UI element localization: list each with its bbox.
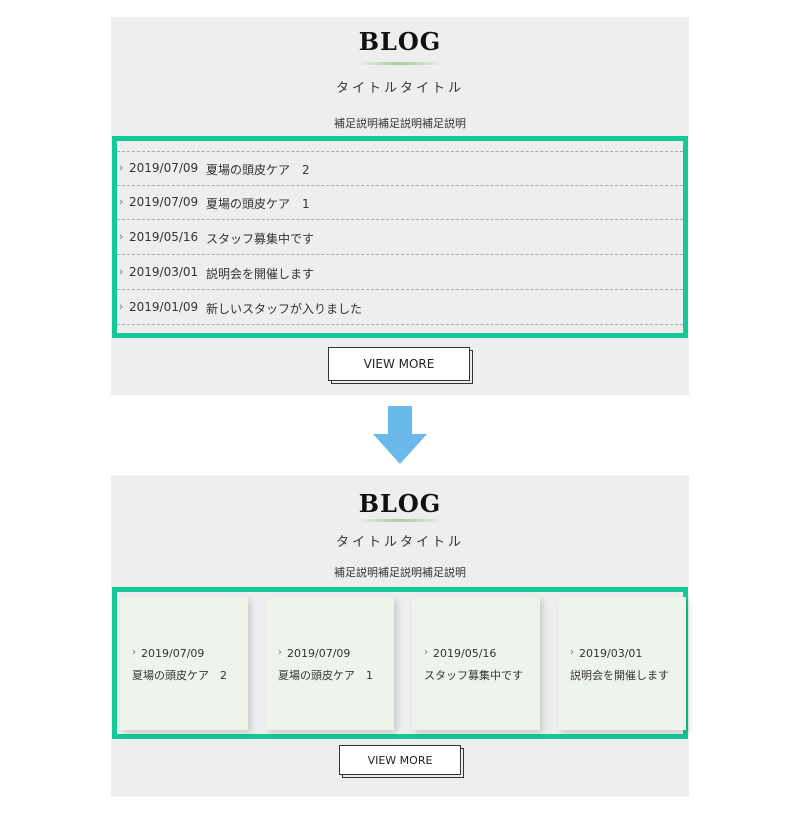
post-date: 2019/03/01 — [579, 647, 643, 660]
chevron-right-icon: › — [570, 647, 574, 658]
post-date: 2019/07/09 — [129, 195, 199, 209]
post-title[interactable]: 夏場の頭皮ケア 2 — [206, 163, 310, 177]
blog-section-card-layout: BLOG タイトルタイトル 補足説明補足説明補足説明 › 2019/07/09 … — [111, 475, 689, 797]
chevron-right-icon: › — [119, 195, 124, 208]
view-more-button-wrap: VIEW MORE — [339, 745, 464, 778]
chevron-right-icon: › — [119, 265, 124, 278]
post-title[interactable]: スタッフ募集中です — [424, 669, 523, 682]
blog-subtitle: タイトルタイトル — [335, 535, 464, 550]
blog-description: 補足説明補足説明補足説明 — [334, 117, 466, 130]
post-title[interactable]: 新しいスタッフが入りました — [206, 302, 363, 316]
post-date: 2019/01/09 — [129, 300, 199, 314]
highlight-frame — [112, 136, 688, 338]
chevron-right-icon: › — [119, 230, 124, 243]
divider — [117, 151, 683, 152]
list-item[interactable]: › 2019/05/16 スタッフ募集中です — [117, 221, 683, 255]
post-date: 2019/07/09 — [141, 647, 205, 660]
post-date: 2019/07/09 — [287, 647, 351, 660]
blog-subtitle: タイトルタイトル — [335, 81, 464, 96]
post-title[interactable]: 説明会を開催します — [206, 267, 315, 281]
chevron-right-icon: › — [132, 647, 136, 658]
post-card[interactable]: › 2019/07/09 夏場の頭皮ケア 2 — [120, 597, 248, 730]
chevron-right-icon: › — [278, 647, 282, 658]
blog-heading: BLOG — [358, 27, 442, 56]
post-list: › 2019/07/09 夏場の頭皮ケア 2 › 2019/07/09 夏場の頭… — [117, 141, 683, 333]
blog-section-list-layout: BLOG タイトルタイトル 補足説明補足説明補足説明 › 2019/07/09 … — [111, 17, 689, 395]
view-more-button[interactable]: VIEW MORE — [339, 745, 461, 775]
post-title[interactable]: スタッフ募集中です — [206, 232, 315, 246]
list-item[interactable]: › 2019/03/01 説明会を開催します — [117, 256, 683, 290]
list-item[interactable]: › 2019/07/09 夏場の頭皮ケア 2 — [117, 152, 683, 186]
heading-underline — [357, 62, 443, 65]
post-date: 2019/07/09 — [129, 161, 199, 175]
list-item[interactable]: › 2019/07/09 夏場の頭皮ケア 1 — [117, 186, 683, 220]
post-date: 2019/03/01 — [129, 265, 199, 279]
post-title[interactable]: 説明会を開催します — [570, 669, 669, 682]
chevron-right-icon: › — [119, 300, 124, 313]
post-title[interactable]: 夏場の頭皮ケア 1 — [278, 669, 373, 682]
post-date: 2019/05/16 — [433, 647, 497, 660]
arrow-down-icon — [373, 406, 427, 464]
post-card[interactable]: › 2019/07/09 夏場の頭皮ケア 1 — [266, 597, 394, 730]
view-more-button-wrap: VIEW MORE — [328, 347, 473, 384]
post-title[interactable]: 夏場の頭皮ケア 1 — [206, 197, 310, 211]
heading-underline — [357, 519, 443, 522]
view-more-button[interactable]: VIEW MORE — [328, 347, 470, 381]
post-card[interactable]: › 2019/03/01 説明会を開催します — [558, 597, 686, 730]
chevron-right-icon: › — [424, 647, 428, 658]
chevron-right-icon: › — [119, 161, 124, 174]
blog-description: 補足説明補足説明補足説明 — [334, 566, 466, 579]
list-item[interactable]: › 2019/01/09 新しいスタッフが入りました — [117, 291, 683, 325]
post-card[interactable]: › 2019/05/16 スタッフ募集中です — [412, 597, 540, 730]
blog-heading: BLOG — [358, 489, 442, 518]
post-date: 2019/05/16 — [129, 230, 199, 244]
post-title[interactable]: 夏場の頭皮ケア 2 — [132, 669, 227, 682]
